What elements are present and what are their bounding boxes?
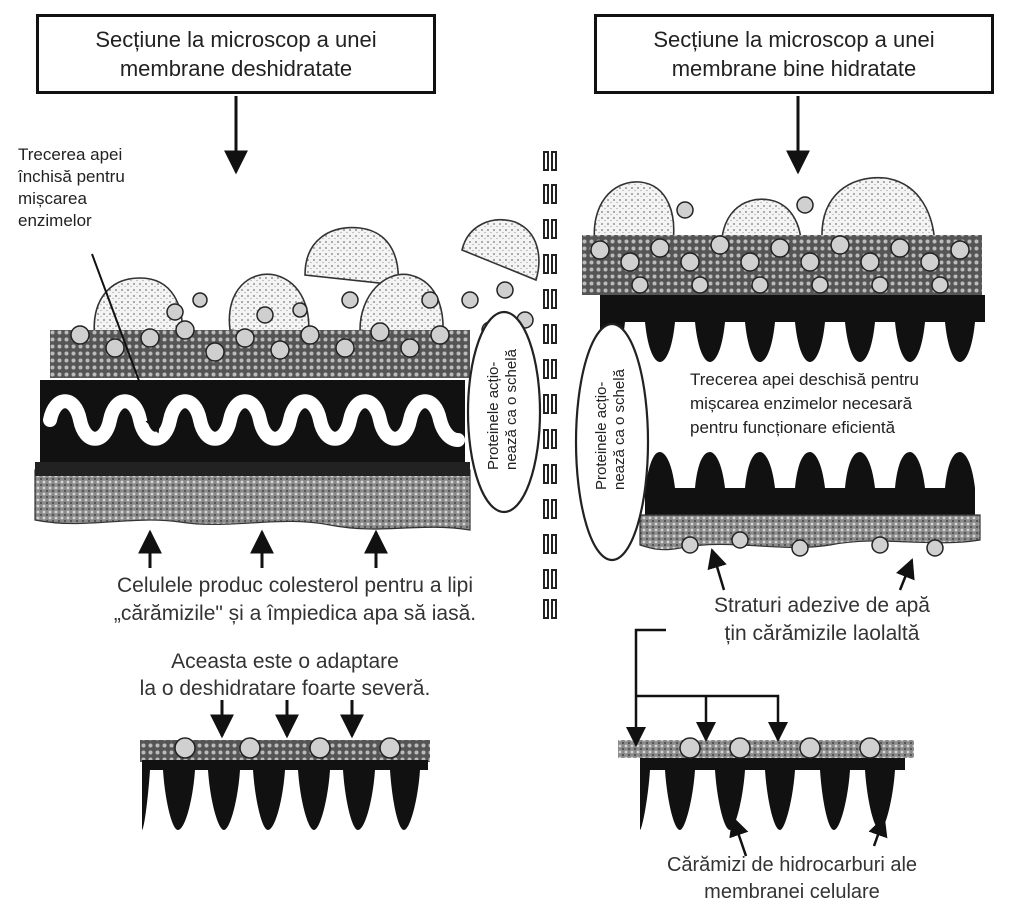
water-layers-label: Straturi adezive de apă țin cărămizile l…: [672, 592, 972, 648]
right-upper-lipids: [600, 295, 985, 362]
water-layer-arrow-1: [712, 550, 724, 590]
left-proteins: [94, 220, 539, 345]
right-detail-lipids: [640, 758, 905, 830]
left-membrane: Proteinele acțio-nează ca o schelă: [35, 220, 540, 530]
right-detail: [618, 738, 914, 830]
right-scaffold-label: Proteinele acțio-nează ca o schelă: [593, 368, 628, 490]
left-lower-edge: [35, 462, 470, 476]
bricks-label: Cărămizi de hidrocarburi ale membranei c…: [592, 852, 992, 906]
bracket-arrow-left: [636, 630, 666, 745]
bricks-arrow-1: [733, 818, 746, 856]
left-lower-layer: [35, 470, 470, 530]
left-detail: [140, 738, 430, 830]
left-detail-lipids: [142, 760, 428, 830]
left-scaffold-label: Proteinele acțio-nează ca o schelă: [485, 348, 520, 470]
center-divider: [544, 152, 556, 618]
water-closed-label: Trecerea apei închisă pentru mișcarea en…: [18, 144, 125, 232]
water-layer-arrow-2: [900, 560, 912, 590]
right-lower-lipids: [645, 452, 975, 515]
water-open-label: Trecerea apei deschisă pentru mișcarea e…: [690, 368, 919, 440]
cholesterol-label: Celulele produc colesterol pentru a lipi…: [40, 572, 550, 628]
adaptation-label: Aceasta este o adaptare la o deshidratar…: [70, 648, 500, 702]
